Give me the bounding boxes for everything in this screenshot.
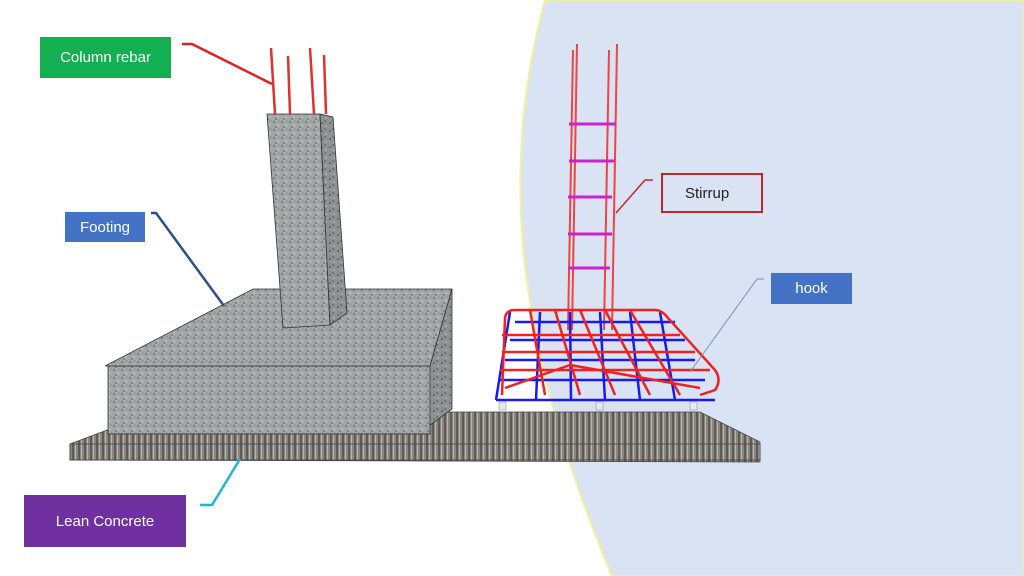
lean-concrete-leader — [200, 458, 242, 507]
stirrup-leader — [615, 179, 653, 214]
column-rebar-label: Column rebar — [40, 37, 171, 78]
footing-label: Footing — [65, 212, 145, 242]
footing-block — [104, 288, 453, 435]
stirrup-label: Stirrup — [661, 173, 763, 213]
rebar-cage — [494, 43, 720, 411]
column-block — [266, 113, 348, 329]
lean-concrete-label: Lean Concrete — [24, 495, 186, 547]
footing-leader — [151, 211, 226, 307]
column-rebar-left — [269, 47, 328, 115]
hook-label: hook — [771, 273, 852, 304]
hook-leader — [689, 278, 764, 373]
column-rebar-leader — [182, 42, 273, 86]
